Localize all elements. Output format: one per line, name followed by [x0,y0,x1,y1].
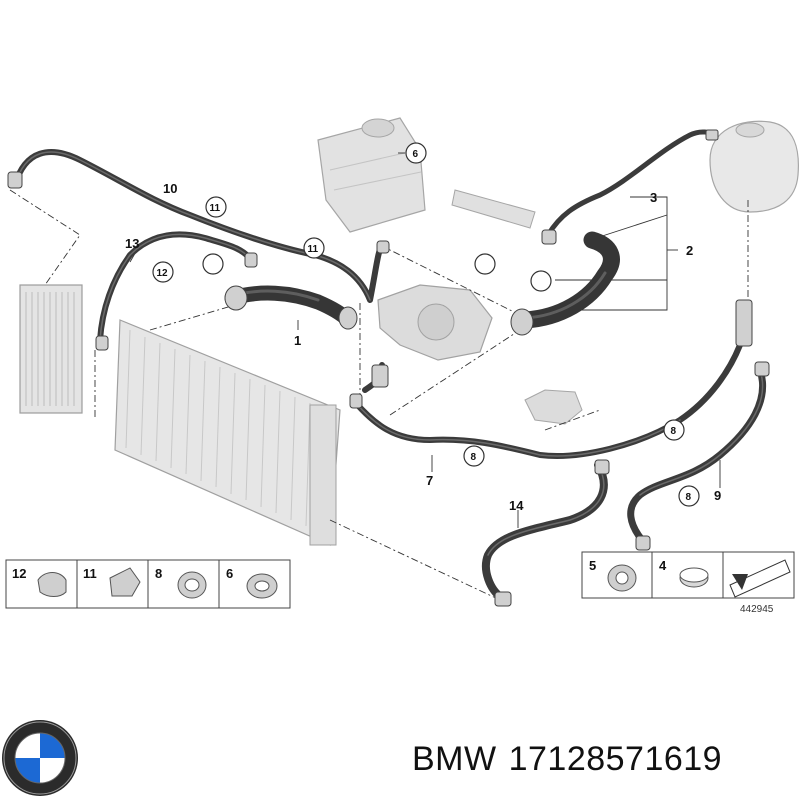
brand-name: BMW [412,740,497,778]
svg-text:8: 8 [686,492,692,503]
hose-3 [545,129,715,238]
label-14: 14 [509,498,524,513]
part-caption: BMW 17128571619 [412,740,722,779]
bmw-logo [2,720,78,796]
part-labels: 10 13 1 5 5 3 2 4 7 9 14 [125,181,721,513]
connector-6-icon [246,573,278,599]
callout-8b: 8 [663,419,685,441]
legend-4: 4 [659,558,667,573]
connector-5-icon [607,564,637,592]
electric-coolant-pump [524,389,583,425]
wedge-arrow-icon [729,559,791,598]
label-3: 3 [650,190,657,205]
clip-legend-right: 5 4 [581,551,795,599]
main-radiator [114,319,341,546]
coolant-expansion-tank [709,120,799,213]
label-10: 10 [163,181,177,196]
callout-4 [530,270,552,292]
leader-lines [9,189,749,601]
label-1: 1 [294,333,301,348]
callout-8c: 8 [678,485,700,507]
hoses [12,129,767,602]
auxiliary-pump [451,189,536,229]
svg-text:8: 8 [471,452,477,463]
callout-12: 12 [152,261,174,283]
hose-2 [516,231,620,329]
hose-13 [97,231,255,343]
callout-5b [474,253,496,275]
label-9: 9 [714,488,721,503]
auxiliary-radiator [19,284,83,414]
callout-8a: 8 [463,445,485,467]
legend-6: 6 [226,566,233,581]
part-number: 17128571619 [508,740,723,778]
callout-6: 6 [405,142,427,164]
expansion-tank-ghost [317,117,426,233]
clip-legend-left: 12 11 8 6 [5,559,291,609]
svg-text:8: 8 [671,426,677,437]
hose-clamp-4-icon [679,567,709,588]
legend-12: 12 [12,566,26,581]
legend-8: 8 [155,566,162,581]
hose-1 [224,285,356,328]
diagram-number: 442945 [740,604,774,615]
hose-connectors [7,129,770,607]
svg-text:12: 12 [157,268,169,279]
callout-5a [202,253,224,275]
label-2: 2 [686,243,693,258]
svg-text:6: 6 [413,149,419,160]
label-13: 13 [125,236,139,251]
clip-12-icon [37,572,67,597]
legend-5: 5 [589,558,596,573]
callouts: 6 11 11 12 8 8 [152,142,700,507]
clamp-8-icon [177,571,207,599]
callout-11a: 11 [205,196,227,218]
hose-10 [12,149,385,303]
legend-11: 11 [83,566,97,581]
thermostat-housing [377,284,493,361]
callout-11b: 11 [303,237,325,259]
svg-text:11: 11 [210,203,221,214]
clip-11-icon [109,567,141,597]
hose-9 [627,366,767,544]
hose-14 [481,461,608,602]
label-7: 7 [426,473,433,488]
svg-text:11: 11 [308,244,319,255]
hose-7 [352,342,743,459]
